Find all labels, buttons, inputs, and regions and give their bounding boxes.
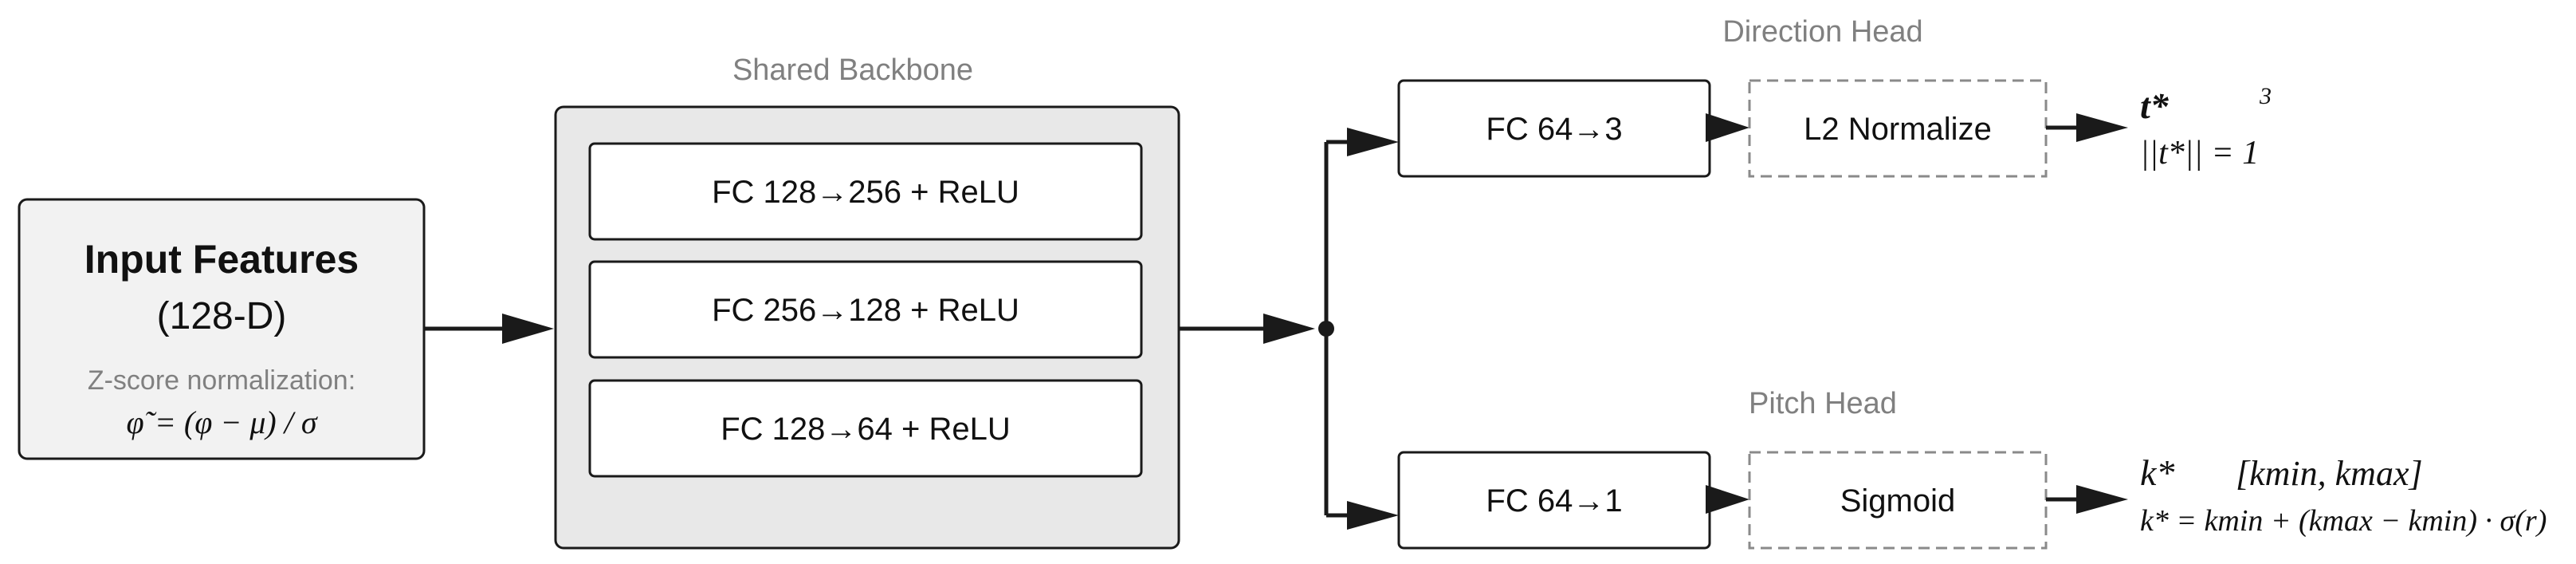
arrow-to-pitch-fc bbox=[1347, 501, 1399, 530]
pitch-head-title: Pitch Head bbox=[1749, 387, 1897, 420]
l2-normalize-label: L2 Normalize bbox=[1804, 112, 1992, 147]
arrow-sigmoid-to-output bbox=[2046, 485, 2128, 514]
direction-fc-label: FC 64→3 bbox=[1486, 112, 1622, 147]
arrow-backbone-to-split bbox=[1179, 314, 1334, 344]
backbone-title: Shared Backbone bbox=[732, 53, 973, 87]
branch-connectors bbox=[1324, 128, 1399, 530]
pitch-output-range: [kmin, kmax] bbox=[2236, 454, 2423, 493]
direction-output-symbol: t* bbox=[2140, 85, 2170, 126]
sigmoid-label: Sigmoid bbox=[1840, 483, 1956, 519]
direction-head-title: Direction Head bbox=[1722, 15, 1922, 49]
input-features-node: Input Features (128-D) Z-score normaliza… bbox=[18, 198, 426, 460]
l2-normalize-node: L2 Normalize bbox=[1748, 79, 2048, 178]
normalization-label: Z-score normalization: bbox=[88, 365, 355, 396]
backbone-layer-3: FC 128→64 + ReLU bbox=[588, 379, 1143, 478]
normalization-formula: φ˜= (φ − μ) / σ bbox=[126, 404, 317, 440]
direction-output: t* 3 ||t*|| = 1 bbox=[2140, 83, 2272, 172]
direction-output-superscript: 3 bbox=[2259, 83, 2272, 109]
pitch-output-formula: k* = kmin + (kmax − kmin) · σ(r) bbox=[2140, 504, 2547, 538]
direction-output-constraint: ||t*|| = 1 bbox=[2140, 135, 2259, 172]
input-features-dim: (128-D) bbox=[157, 295, 287, 337]
direction-fc-node: FC 64→3 bbox=[1397, 79, 1711, 178]
input-features-title: Input Features bbox=[84, 237, 359, 282]
backbone-layer-1: FC 128→256 + ReLU bbox=[588, 142, 1143, 241]
shared-backbone-container: FC 128→256 + ReLU FC 256→128 + ReLU FC 1… bbox=[554, 105, 1180, 550]
backbone-layer-1-label: FC 128→256 + ReLU bbox=[712, 175, 1019, 210]
backbone-layer-3-label: FC 128→64 + ReLU bbox=[721, 412, 1011, 447]
pitch-output-symbol: k* bbox=[2140, 452, 2174, 493]
arrow-pitch-fc-to-sigmoid bbox=[1706, 485, 1749, 514]
arrow-direction-fc-to-norm bbox=[1706, 113, 1749, 142]
pitch-output: k* [kmin, kmax] k* = kmin + (kmax − kmin… bbox=[2140, 452, 2547, 538]
sigmoid-node: Sigmoid bbox=[1748, 451, 2048, 550]
arrow-to-direction-fc bbox=[1347, 128, 1399, 156]
backbone-layer-2-label: FC 256→128 + ReLU bbox=[712, 293, 1019, 328]
arrow-input-to-backbone bbox=[424, 314, 554, 344]
pitch-fc-label: FC 64→1 bbox=[1486, 483, 1622, 519]
backbone-layer-2: FC 256→128 + ReLU bbox=[588, 260, 1143, 359]
pitch-fc-node: FC 64→1 bbox=[1397, 451, 1711, 550]
arrow-norm-to-output bbox=[2046, 113, 2128, 142]
